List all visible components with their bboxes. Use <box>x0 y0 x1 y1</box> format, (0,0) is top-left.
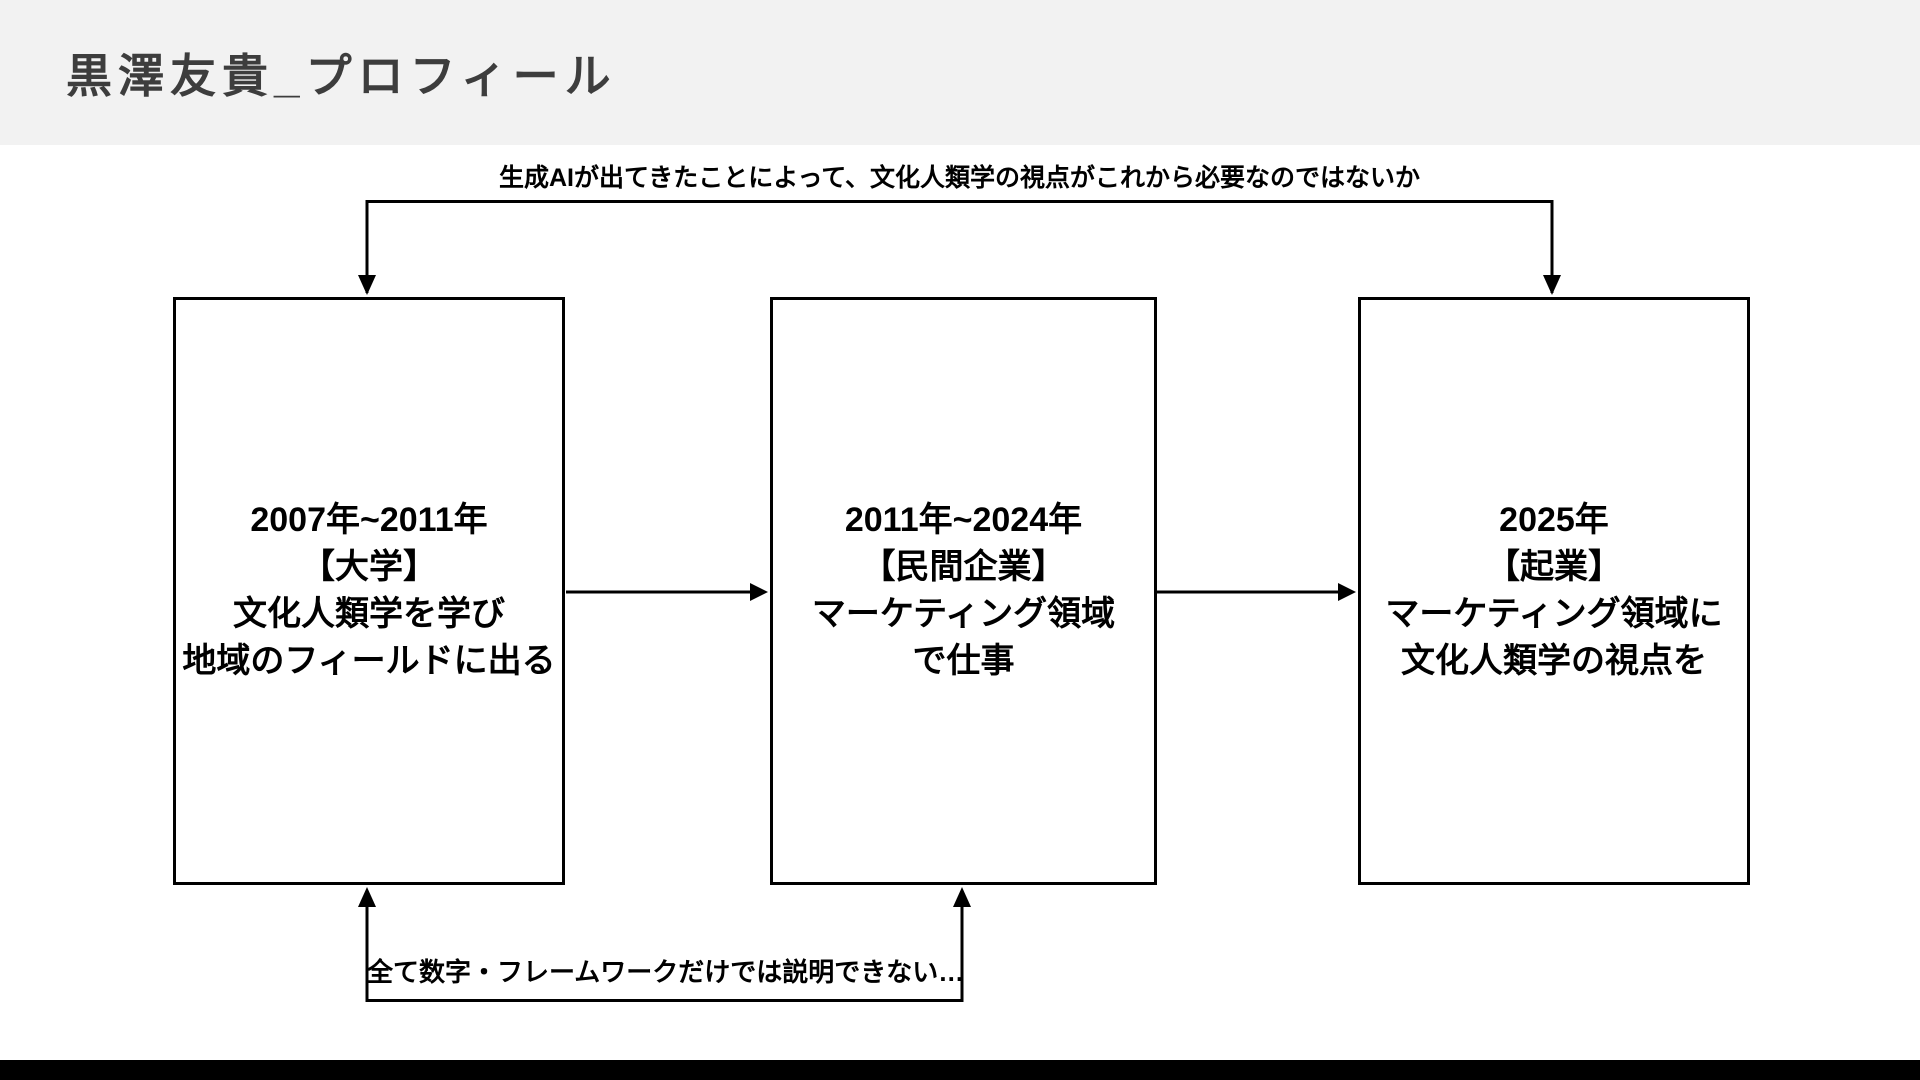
box3-line-label: 【起業】 <box>1486 548 1622 586</box>
top-connector-line <box>365 200 1554 293</box>
box1-line-desc2: 地域のフィールドに出る <box>182 642 556 680</box>
timeline-box-private-company: 2011年~2024年 【民間企業】 マーケティング領域 で仕事 <box>770 297 1157 885</box>
box3-line-desc2: 文化人類学の視点を <box>1401 642 1707 680</box>
arrowhead-down-into-box3 <box>1543 275 1561 295</box>
bottom-connector-line <box>365 905 964 1002</box>
box3-line-years: 2025年 <box>1499 501 1609 539</box>
timeline-box-startup: 2025年 【起業】 マーケティング領域に 文化人類学の視点を <box>1358 297 1750 885</box>
box2-line-desc2: で仕事 <box>912 642 1015 680</box>
box3-line-desc1: マーケティング領域に <box>1385 595 1723 633</box>
arrowhead-up-into-box1 <box>358 887 376 907</box>
box1-line-years: 2007年~2011年 <box>250 501 488 539</box>
arrowhead-up-into-box2 <box>953 887 971 907</box>
slide-header: 黒澤友貴_プロフィール <box>0 0 1920 145</box>
box1-line-label: 【大学】 <box>301 548 437 586</box>
page-title: 黒澤友貴_プロフィール <box>66 49 617 102</box>
bottom-black-bar <box>0 1060 1920 1080</box>
top-annotation-text: 生成AIが出てきたことによって、文化人類学の視点がこれから必要なのではないか <box>498 164 1420 192</box>
box2-line-desc1: マーケティング領域 <box>811 595 1116 633</box>
box1-line-desc1: 文化人類学を学び <box>233 595 505 633</box>
arrowhead-right-into-box2 <box>750 583 768 601</box>
bottom-annotation-text: 全て数字・フレームワークだけでは説明できない… <box>367 957 965 987</box>
timeline-box-university: 2007年~2011年 【大学】 文化人類学を学び 地域のフィールドに出る <box>173 297 565 885</box>
arrowhead-down-into-box1 <box>358 275 376 295</box>
box2-line-years: 2011年~2024年 <box>844 501 1083 539</box>
box2-line-label: 【民間企業】 <box>861 548 1066 586</box>
arrowhead-right-into-box3 <box>1338 583 1356 601</box>
